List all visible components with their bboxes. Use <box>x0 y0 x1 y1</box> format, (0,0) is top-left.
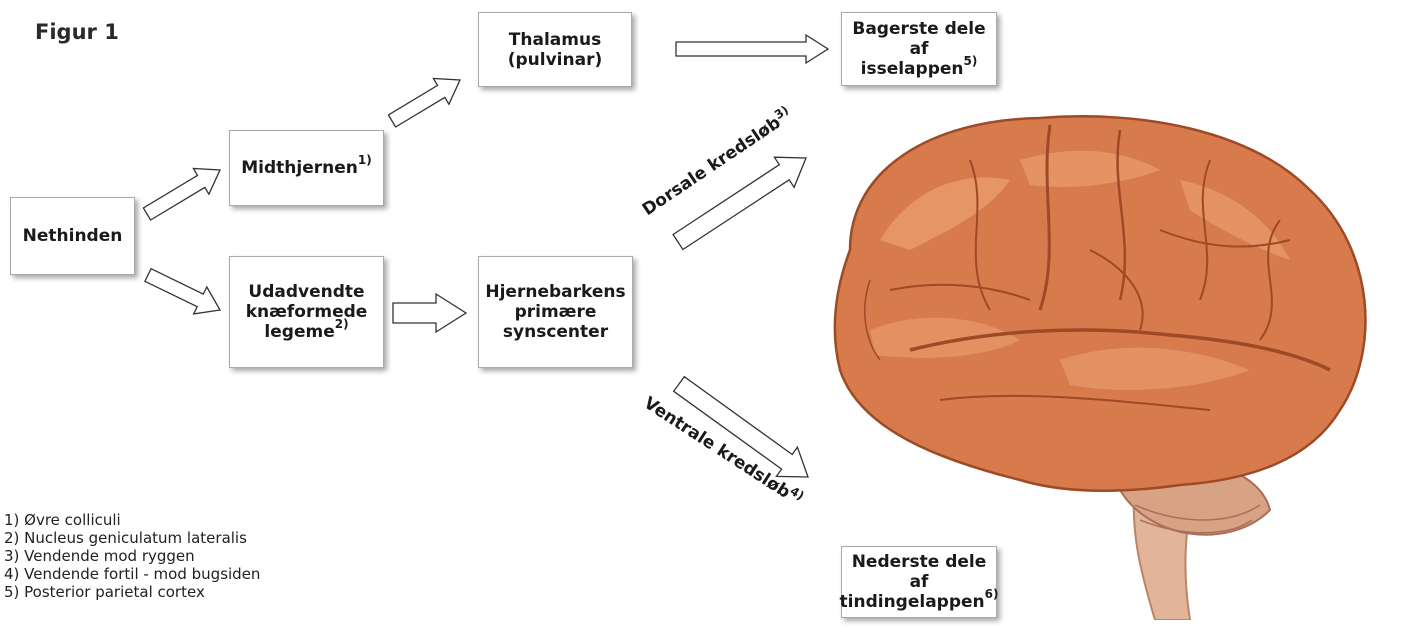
footnotes: 1) Øvre colliculi 2) Nucleus geniculatum… <box>4 511 260 601</box>
footnote-item: 2) Nucleus geniculatum lateralis <box>4 529 260 547</box>
arrow-udadvendte-hjernebarkens <box>393 294 466 332</box>
node-bagerste: Bagerste dele af isselappen5) <box>841 12 997 86</box>
arrow-nethinden-udadvendte <box>145 269 220 314</box>
node-label: Midthjernen <box>241 158 358 178</box>
node-thalamus: Thalamus (pulvinar) <box>478 12 632 87</box>
arrow-thalamus-bagerste <box>676 35 828 63</box>
node-label: primære <box>515 302 597 322</box>
node-label: Thalamus <box>509 30 601 50</box>
node-label: synscenter <box>503 322 608 342</box>
node-label: Nederste dele af <box>840 552 999 592</box>
node-nederste: Nederste dele af tindingelappen6) <box>841 546 997 618</box>
node-label: Bagerste dele af <box>846 19 992 59</box>
footnote-ref: 1) <box>358 153 372 167</box>
footnote-item: 3) Vendende mod ryggen <box>4 547 260 565</box>
node-label: Nethinden <box>23 226 123 246</box>
arrow-nethinden-midthjernen <box>143 169 220 221</box>
footnote-ref: 5) <box>964 54 978 68</box>
node-nethinden: Nethinden <box>10 197 135 275</box>
node-label: tindingelappen <box>840 592 985 612</box>
footnote-item: 1) Øvre colliculi <box>4 511 260 529</box>
footnote-ref: 2) <box>335 317 349 331</box>
node-label: (pulvinar) <box>508 50 603 70</box>
brain-illustration <box>790 100 1390 620</box>
footnote-ref: 6) <box>985 587 999 601</box>
node-midthjernen: Midthjernen1) <box>229 130 384 206</box>
node-hjernebarkens: Hjernebarkens primære synscenter <box>478 256 633 368</box>
arrow-midthjernen-thalamus <box>388 79 460 128</box>
node-label: knæformede <box>246 302 368 322</box>
node-label: isselappen <box>861 59 964 79</box>
node-label: legeme <box>264 322 334 342</box>
node-label: Hjernebarkens <box>485 282 625 302</box>
node-label: Udadvendte <box>248 282 364 302</box>
footnote-item: 4) Vendende fortil - mod bugsiden <box>4 565 260 583</box>
footnote-item: 5) Posterior parietal cortex <box>4 583 260 601</box>
node-udadvendte: Udadvendte knæformede legeme2) <box>229 256 384 368</box>
